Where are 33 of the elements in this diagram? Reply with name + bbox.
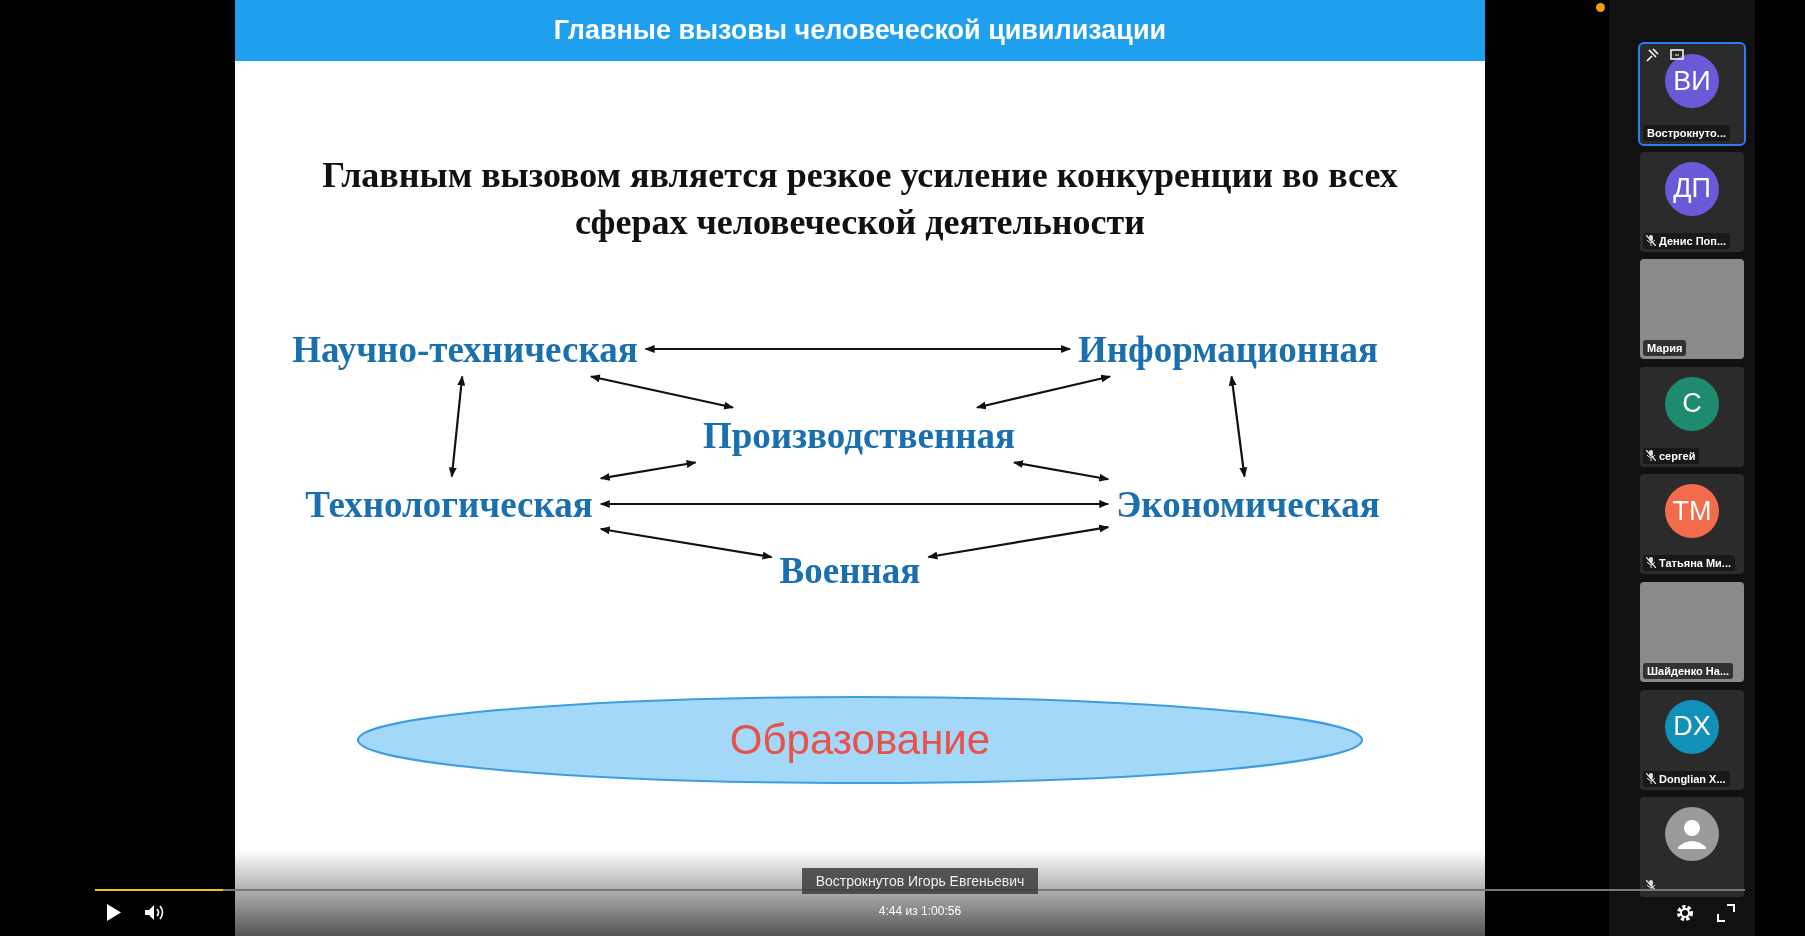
double-arrow [599,460,697,481]
double-arrow [976,374,1111,410]
avatar-initials: ВИ [1665,54,1719,108]
double-arrow [927,524,1110,560]
double-arrow [1013,460,1110,482]
sphere-label: Экономическая [1112,480,1384,528]
participant-name: Donglian X... [1643,770,1730,787]
avatar-initials: ТМ [1665,484,1719,539]
participant-name: Вострокнуто... [1643,125,1730,141]
slide-title: Главные вызовы человеческой цивилизации [235,0,1485,61]
double-arrow [448,375,466,478]
speaker-name: Вострокнутов Игорь Евгеньевич [802,868,1038,894]
avatar-initials: С [1665,376,1719,431]
avatar-initials: ДП [1665,161,1719,216]
participant-name: Шайденко На... [1643,663,1734,679]
double-arrow [599,500,1110,508]
sphere-label: Технологическая [301,480,597,528]
sphere-label: Военная [775,546,925,594]
ellipse-node: Образование [356,695,1364,785]
sphere-label: Информационная [1074,325,1382,373]
double-arrow [599,526,773,560]
participant-name: сергей [1643,447,1700,464]
participant-name: Денис Поп... [1643,232,1731,249]
double-arrow [1228,375,1248,478]
double-arrow [644,345,1071,353]
sphere-label: Производственная [698,411,1020,459]
time-display: 4:44 из 1:00:56 [877,904,963,918]
slide-heading: Главным вызовом является резкое усиление конкуренции во всех сферах человеческой деятельности [321,154,1399,244]
participant-name: Мария [1643,340,1687,357]
sphere-label: Научно-техническая [288,325,642,373]
avatar-initials: DX [1665,699,1719,754]
double-arrow [590,374,734,410]
participant-name: Татьяна Ми... [1643,555,1736,572]
